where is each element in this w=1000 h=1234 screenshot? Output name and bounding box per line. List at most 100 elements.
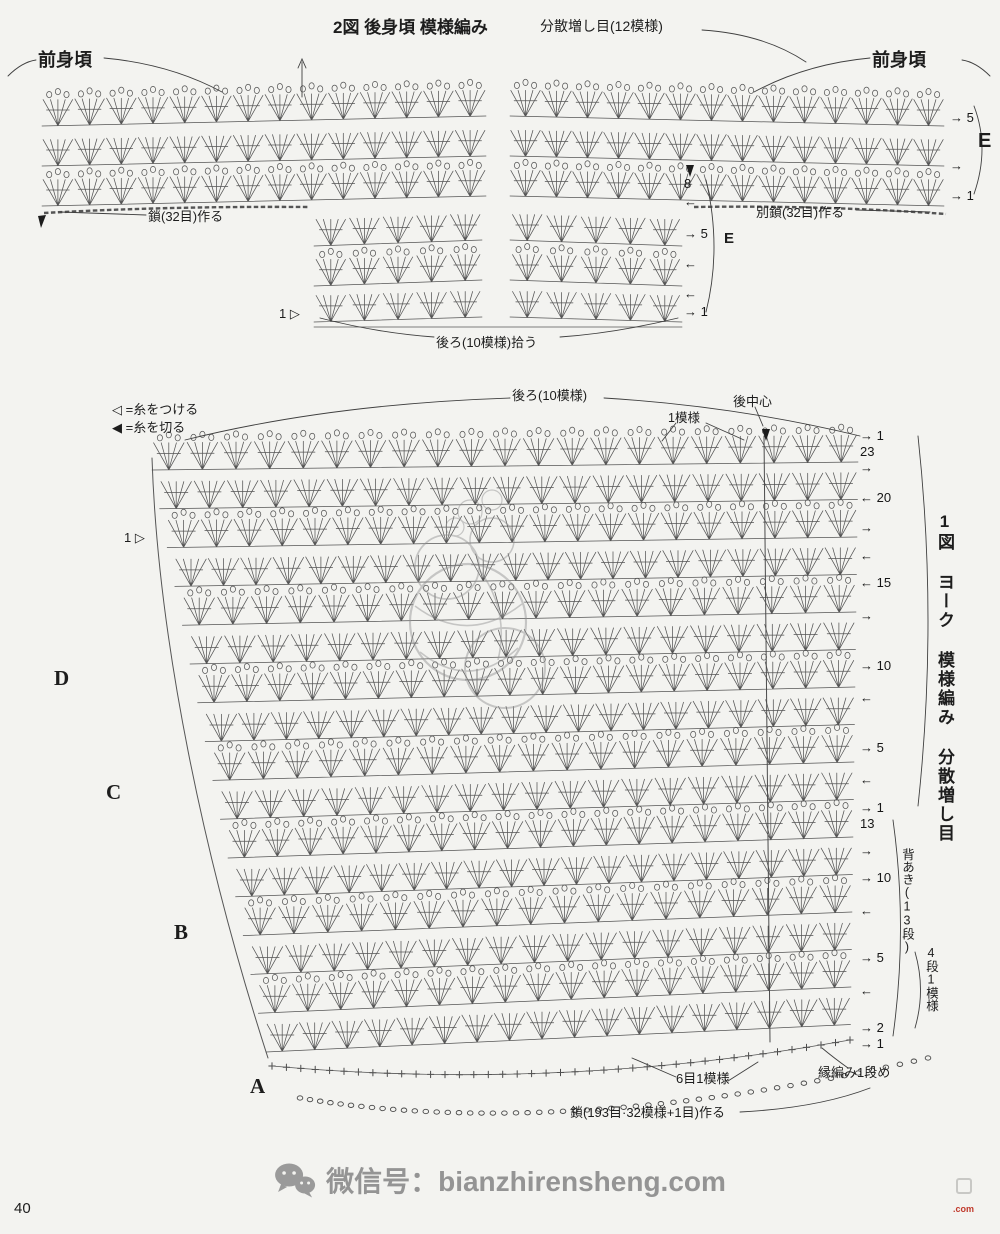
stitch-row bbox=[265, 997, 851, 1053]
wechat-icon bbox=[275, 1163, 316, 1198]
stitch-row bbox=[509, 243, 683, 287]
row-marker: ← 20 bbox=[860, 490, 892, 505]
row-marker: ← bbox=[684, 256, 697, 271]
section-letter-a: A bbox=[250, 1074, 266, 1098]
yarn-strand bbox=[419, 647, 519, 672]
legend-attach-yarn: ◁ =糸をつける bbox=[112, 402, 199, 417]
stitch-row bbox=[41, 79, 487, 127]
foundation-chain-label: 鎖(193目·32模様+1目)作る bbox=[570, 1105, 725, 1120]
row-marker: → bbox=[860, 520, 873, 535]
row-marker: → bbox=[860, 843, 873, 858]
section-letter-d: D bbox=[54, 666, 70, 690]
yarn-ball-circle bbox=[457, 499, 483, 525]
stitch-row bbox=[235, 847, 853, 898]
page-number: 40 bbox=[14, 1200, 31, 1217]
row-marker: ← bbox=[860, 903, 873, 918]
leader-line bbox=[961, 59, 991, 77]
row-marker: ← bbox=[860, 983, 873, 998]
back-opening-13-rows-label: 背あき(13段) bbox=[900, 848, 914, 954]
six-stitch-one-pattern-label: 6目1模様 bbox=[676, 1071, 730, 1086]
separate-chain-32-label: 別鎖(32目)作る bbox=[756, 205, 845, 220]
yarn-ball-watermark bbox=[408, 489, 546, 709]
top-chart-subtitle: 分散増し目(12模様) bbox=[540, 18, 663, 34]
stitch-row bbox=[509, 214, 683, 247]
stitch-row bbox=[151, 423, 859, 471]
row-marker: → 2 bbox=[860, 1020, 884, 1035]
yarn-ball-circle bbox=[408, 562, 528, 682]
stitch-row bbox=[242, 874, 853, 936]
row-marker: → 1 bbox=[860, 428, 884, 443]
stitch-row bbox=[189, 622, 856, 665]
leader-line bbox=[727, 1061, 759, 1082]
watermark-text: 微信号：bianzhirensheng.com bbox=[326, 1166, 726, 1197]
row-marker: 23 bbox=[860, 444, 875, 459]
stitch-row bbox=[212, 724, 855, 781]
row-marker: → 10 bbox=[860, 658, 892, 673]
leader-line bbox=[917, 435, 929, 807]
yoke-left-edge bbox=[151, 457, 269, 1059]
attach-yarn-triangle-icon: ▷ bbox=[289, 306, 300, 321]
four-rows-one-pattern-label: 4段1模様 bbox=[924, 946, 938, 1012]
leader-line bbox=[701, 29, 807, 63]
stitch-row bbox=[509, 130, 945, 167]
section-e-label-inner: E bbox=[724, 230, 735, 247]
stitch-row bbox=[227, 799, 854, 859]
row-marker: → 5 bbox=[860, 740, 884, 755]
stitch-row bbox=[250, 922, 852, 975]
row-marker: ← bbox=[684, 194, 697, 209]
top-chart-title: 2図 後身頃 模様編み bbox=[333, 18, 488, 37]
stitch-row bbox=[41, 159, 487, 207]
row-marker: ← bbox=[860, 548, 873, 563]
row-marker: → 5 bbox=[950, 110, 974, 125]
cut-yarn-triangle-icon bbox=[38, 215, 46, 228]
top-chart-row-markers-inner: 8←→ 5←←→ 1 bbox=[684, 0, 730, 1234]
yarn-strand bbox=[477, 567, 503, 661]
stitch-row bbox=[41, 130, 487, 167]
row-marker: → 1 bbox=[684, 304, 708, 319]
corner-logo bbox=[956, 1178, 972, 1194]
leader-line bbox=[631, 1057, 677, 1078]
section-letter-c: C bbox=[106, 780, 122, 804]
leader-line bbox=[754, 406, 764, 427]
stitch-row bbox=[159, 472, 858, 510]
leader-line bbox=[892, 819, 901, 1037]
stitch-row bbox=[174, 547, 857, 587]
legend-cut-yarn: ◀ =糸を切る bbox=[112, 420, 186, 435]
leader-line bbox=[753, 57, 871, 93]
foundation-chain-row bbox=[296, 1055, 932, 1116]
leader-line bbox=[821, 1047, 849, 1069]
watermark-footer: 微信号：bianzhirensheng.com bbox=[274, 1160, 726, 1200]
row1-number: 1 bbox=[279, 306, 287, 321]
section-e-label-outer: E bbox=[978, 130, 992, 152]
section-letter-b: B bbox=[174, 920, 189, 944]
yarn-strand bbox=[414, 603, 523, 627]
center-back-label: 後中心 bbox=[733, 394, 773, 409]
row-marker: ← bbox=[684, 286, 697, 301]
row-marker: → 1 bbox=[950, 188, 974, 203]
stitch-row bbox=[204, 697, 855, 742]
stitch-row bbox=[166, 498, 858, 548]
row-marker: ← bbox=[860, 772, 873, 787]
stitch-row bbox=[313, 214, 483, 247]
leader-line bbox=[705, 179, 715, 313]
leader-line bbox=[603, 397, 861, 437]
row-marker: → bbox=[950, 158, 963, 173]
leader-line bbox=[59, 211, 147, 216]
stitch-row bbox=[182, 573, 857, 626]
front-body-label-right: 前身頃 bbox=[872, 50, 926, 70]
corner-com-text: .com bbox=[953, 1204, 975, 1214]
row-marker: 8 bbox=[684, 176, 692, 191]
back-10-patterns-label: 後ろ(10模様) bbox=[512, 388, 588, 403]
leader-line bbox=[914, 951, 921, 1029]
row-marker: → bbox=[860, 608, 873, 623]
cut-yarn-triangle-icon bbox=[686, 165, 694, 177]
row-marker: → bbox=[860, 460, 873, 475]
yarn-ball-circle bbox=[445, 517, 465, 537]
row-marker: → 10 bbox=[860, 870, 892, 885]
leader-line bbox=[559, 317, 679, 338]
one-pattern-label: 1模様 bbox=[668, 411, 700, 425]
leader-line bbox=[739, 1087, 871, 1113]
edge-base-line bbox=[271, 1039, 851, 1076]
